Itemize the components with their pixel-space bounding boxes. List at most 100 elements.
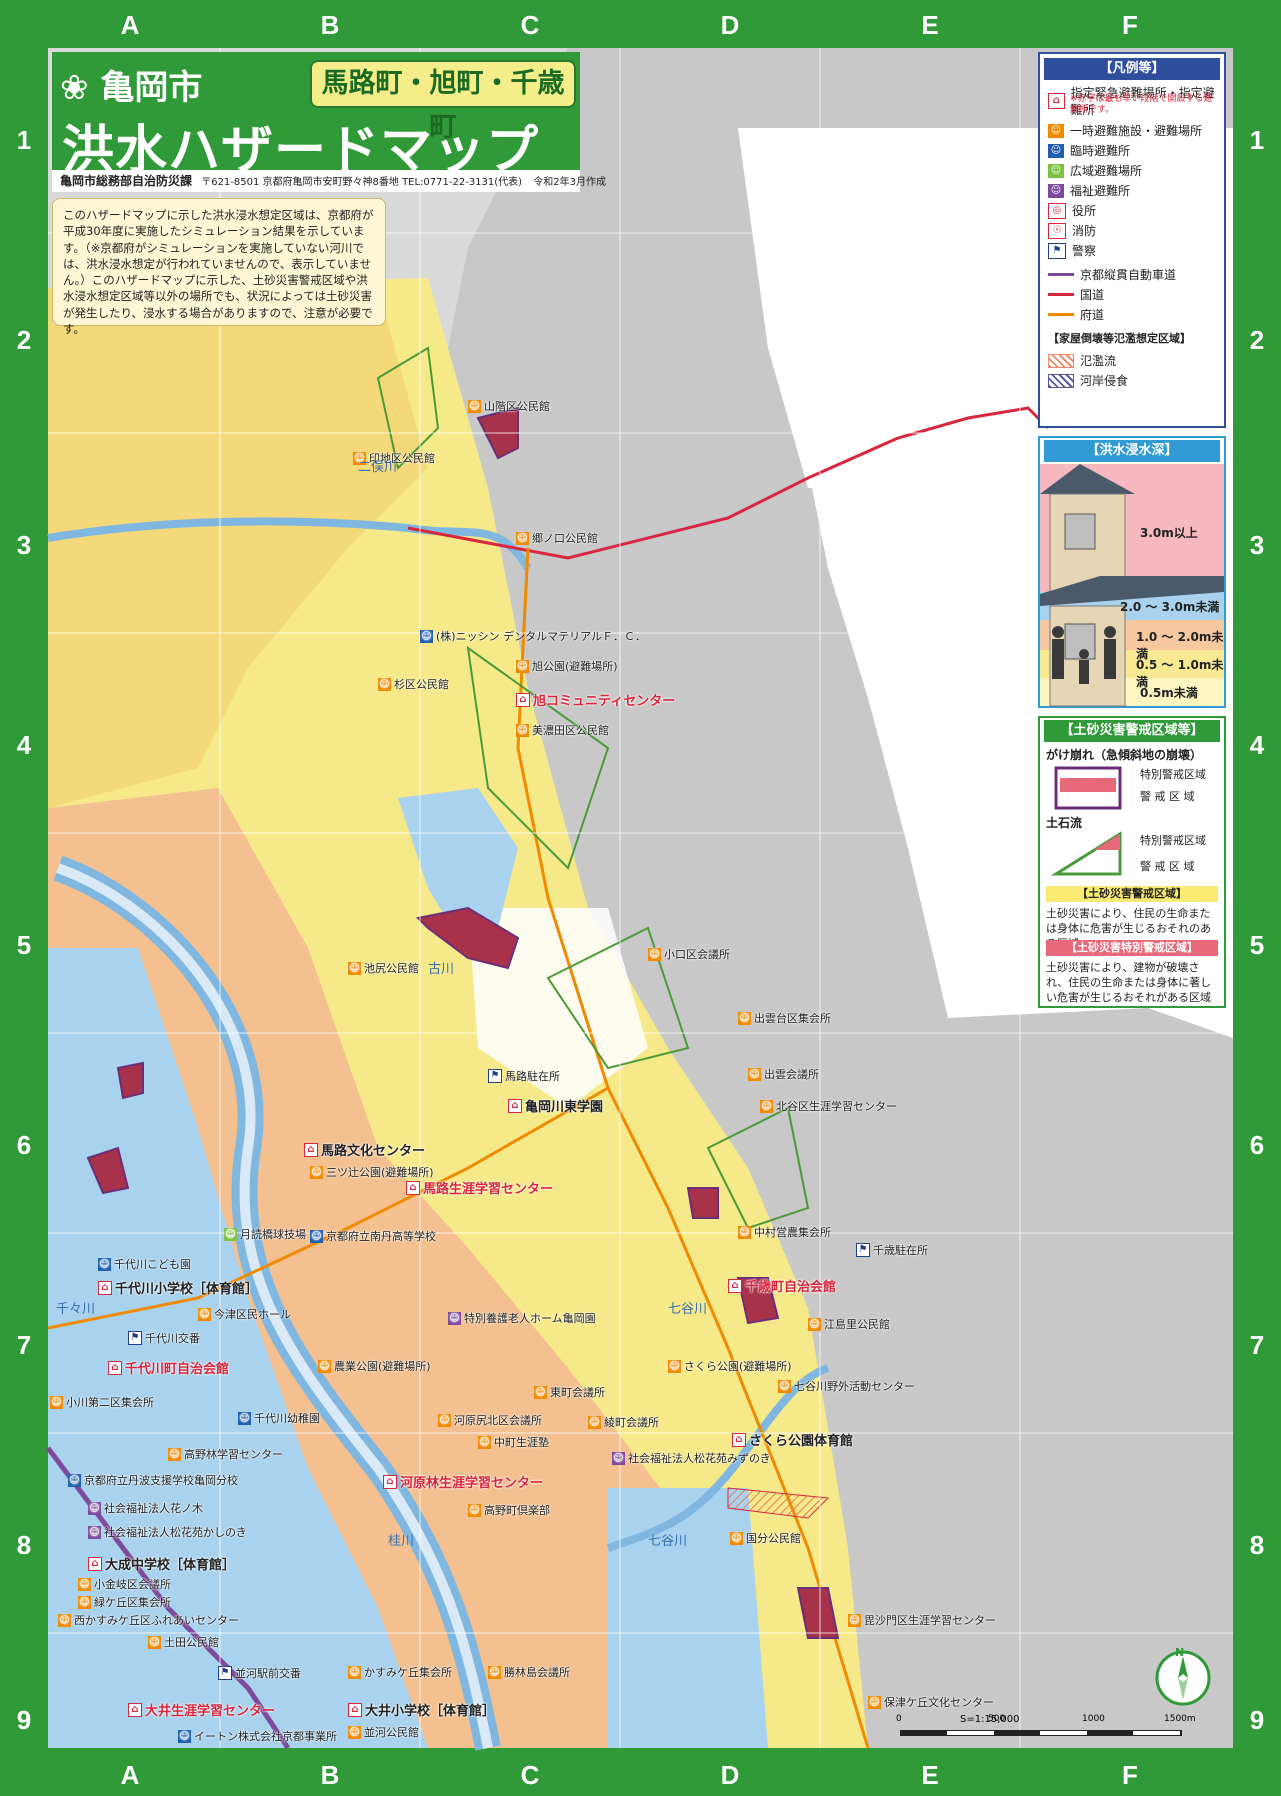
legend-road-label: 京都縦貫自動車道 — [1080, 268, 1177, 282]
poi-label: 中村営農集会所 — [754, 1226, 831, 1239]
map-poi[interactable]: ⌂千代川町自治会館 — [108, 1358, 229, 1377]
map-poi[interactable]: ☺高野町倶楽部 — [468, 1502, 550, 1518]
map-poi[interactable]: ☺(株)ニッシン デンタルマテリアルＦ．Ｃ． — [420, 628, 646, 644]
map-poi[interactable]: ⌂さくら公園体育館 — [732, 1430, 853, 1449]
grid-row-label: 3 — [16, 530, 32, 560]
map-poi[interactable]: ⚑馬路駐在所 — [488, 1068, 560, 1084]
map-poi[interactable]: ☺郷ノ口公民館 — [516, 530, 598, 546]
map-poi[interactable]: ☺京都府立丹波支援学校亀岡分校 — [68, 1472, 238, 1488]
map-poi[interactable]: ☺小川第二区集会所 — [50, 1394, 154, 1410]
map-poi[interactable]: ☺イートン株式会社京都事業所 — [178, 1728, 337, 1744]
map-poi[interactable]: ☺千代川こども園 — [98, 1256, 191, 1272]
nanatani-river — [606, 1364, 830, 1552]
map-poi[interactable]: ⌂千代川小学校［体育館］ — [98, 1278, 258, 1297]
map-poi[interactable]: ☺山階区公民館 — [468, 398, 550, 414]
map-poi[interactable]: ☺中町生涯塾 — [478, 1434, 549, 1450]
police-icon: ⚑ — [488, 1069, 502, 1083]
map-poi[interactable]: ☺綾町会議所 — [588, 1414, 659, 1430]
shelter-icon: ☺ — [612, 1451, 625, 1465]
scale-bar: S=1:15,000 0 500 1000 1500m — [896, 1714, 1200, 1744]
map-poi[interactable]: ⌂河原林生涯学習センター — [383, 1472, 543, 1491]
poi-label: 池尻公民館 — [364, 962, 419, 975]
map-poi[interactable]: ☺京都府立南丹高等学校 — [310, 1228, 436, 1244]
map-poi[interactable]: ⌂馬路文化センター — [304, 1140, 425, 1159]
map-poi[interactable]: ☺毘沙門区生涯学習センター — [848, 1612, 996, 1628]
map-poi[interactable]: ⌂大成中学校［体育館］ — [88, 1554, 235, 1573]
map-poi[interactable]: ☺勝林島会議所 — [488, 1664, 570, 1680]
poi-label: 三ツ辻公園(避難場所) — [326, 1166, 434, 1179]
shelter-icon: ☺ — [516, 723, 529, 737]
map-poi[interactable]: ⌂大井小学校［体育館］ — [348, 1700, 495, 1719]
map-poi[interactable]: ☺中村営農集会所 — [738, 1224, 831, 1240]
map-poi[interactable]: ☺かすみケ丘集会所 — [348, 1664, 452, 1680]
map-poi[interactable]: ☺月読橋球技場 — [224, 1226, 306, 1242]
map-poi[interactable]: ☺七谷川野外活動センター — [778, 1378, 915, 1394]
map-poi[interactable]: ⚑並河駅前交番 — [218, 1665, 301, 1681]
grid-row-label: 7 — [16, 1330, 32, 1360]
map-poi[interactable]: ☺千代川幼稚園 — [238, 1410, 320, 1426]
map-poi[interactable]: ☺出雲台区集会所 — [738, 1010, 831, 1026]
map-poi[interactable]: ⚑千代川交番 — [128, 1330, 200, 1346]
legend-road: 京都縦貫自動車道 — [1048, 266, 1176, 283]
map-poi[interactable]: ☺今津区民ホール — [198, 1306, 291, 1322]
debris-flow-zone — [376, 346, 440, 470]
shelter-icon: ☺ — [348, 1725, 361, 1739]
map-poi[interactable]: ☺保津ケ丘文化センター — [868, 1694, 994, 1710]
river-label: 二俣川 — [358, 460, 398, 475]
map-poi[interactable]: ☺印地区公民館 — [353, 450, 435, 466]
poi-label: 亀岡川東学園 — [525, 1100, 604, 1115]
map-poi[interactable]: ☺並河公民館 — [348, 1724, 419, 1740]
map-poi[interactable]: ☺高野林学習センター — [168, 1446, 283, 1462]
map-poi[interactable]: ⌂千歳町自治会館 — [728, 1276, 836, 1295]
map-poi[interactable]: ☺旭公園(避難場所) — [516, 658, 618, 674]
shelter-icon: ☺ — [868, 1695, 881, 1709]
map-poi[interactable]: ☺社会福祉法人松花苑かしのき — [88, 1524, 247, 1540]
scale-tick-1000: 1000 — [1082, 1714, 1105, 1724]
map-poi[interactable]: ☺三ツ辻公園(避難場所) — [310, 1164, 434, 1180]
legend-item-label: 一時避難施設・避難場所 — [1070, 124, 1203, 138]
poi-label: 京都府立丹波支援学校亀岡分校 — [84, 1474, 238, 1487]
map-poi[interactable]: ⚑千歳駐在所 — [856, 1242, 928, 1258]
shelter-icon: ☺ — [668, 1359, 681, 1373]
grid-column-label: E — [921, 1760, 939, 1790]
map-poi[interactable]: ☺社会福祉法人松花苑みずのき — [612, 1450, 771, 1466]
shelter-icon: ☺ — [730, 1531, 743, 1545]
map-poi[interactable]: ☺農業公園(避難場所) — [318, 1358, 431, 1374]
non-inundation-area — [468, 908, 648, 1108]
shelter-icon: ☺ — [78, 1595, 91, 1609]
map-poi[interactable]: ☺河原尻北区会議所 — [438, 1412, 542, 1428]
legend-item: ☺一時避難施設・避難場所 — [1048, 122, 1202, 139]
flood-depth-panel: 【洪水浸水深】 3.0m以上 2.0 ～ 3.0m未満 1.0 ～ 2.0m未満… — [1038, 436, 1226, 708]
map-poi[interactable]: ☺池尻公民館 — [348, 960, 419, 976]
poi-label: 中町生涯塾 — [494, 1436, 549, 1449]
grid-row-label: 4 — [1249, 730, 1265, 760]
poi-label: 河原林生涯学習センター — [400, 1476, 544, 1491]
designated-shelter-icon: ⌂ — [1048, 93, 1065, 109]
map-poi[interactable]: ☺特別養護老人ホーム亀岡園 — [448, 1310, 596, 1326]
legend-item-label: 役所 — [1072, 204, 1097, 218]
map-poi[interactable]: ☺西かすみケ丘区ふれあいセンター — [58, 1612, 239, 1628]
map-poi[interactable]: ⌂大井生涯学習センター — [128, 1700, 275, 1719]
map-poi[interactable]: ☺さくら公園(避難場所) — [668, 1358, 792, 1374]
map-poi[interactable]: ☺出雲会議所 — [748, 1066, 819, 1082]
map-poi[interactable]: ☺北谷区生涯学習センター — [760, 1098, 897, 1114]
poi-label: 千代川こども園 — [114, 1258, 191, 1271]
poi-label: 馬路生涯学習センター — [423, 1182, 554, 1197]
map-poi[interactable]: ☺美濃田区公民館 — [516, 722, 609, 738]
police-icon: ⚑ — [128, 1331, 142, 1345]
department-name: 亀岡市総務部自治防災課 — [60, 174, 193, 188]
map-poi[interactable]: ☺東町会議所 — [534, 1384, 605, 1400]
map-poi[interactable]: ☺緑ケ丘区集会所 — [78, 1594, 171, 1610]
map-poi[interactable]: ☺社会福祉法人花ノ木 — [88, 1500, 203, 1516]
poi-label: かすみケ丘集会所 — [364, 1666, 452, 1679]
map-poi[interactable]: ☺杉区公民館 — [378, 676, 449, 692]
map-poi[interactable]: ⌂馬路生涯学習センター — [406, 1178, 553, 1197]
map-poi[interactable]: ☺小口区会議所 — [648, 946, 730, 962]
shelter-icon: ☺ — [738, 1225, 751, 1239]
map-poi[interactable]: ⌂亀岡川東学園 — [508, 1096, 603, 1115]
map-poi[interactable]: ☺江島里公民館 — [808, 1316, 890, 1332]
map-poi[interactable]: ⌂旭コミュニティセンター — [516, 690, 675, 709]
map-poi[interactable]: ☺土田公民館 — [148, 1634, 219, 1650]
map-poi[interactable]: ☺国分公民館 — [730, 1530, 801, 1546]
map-poi[interactable]: ☺小金岐区会議所 — [78, 1576, 171, 1592]
